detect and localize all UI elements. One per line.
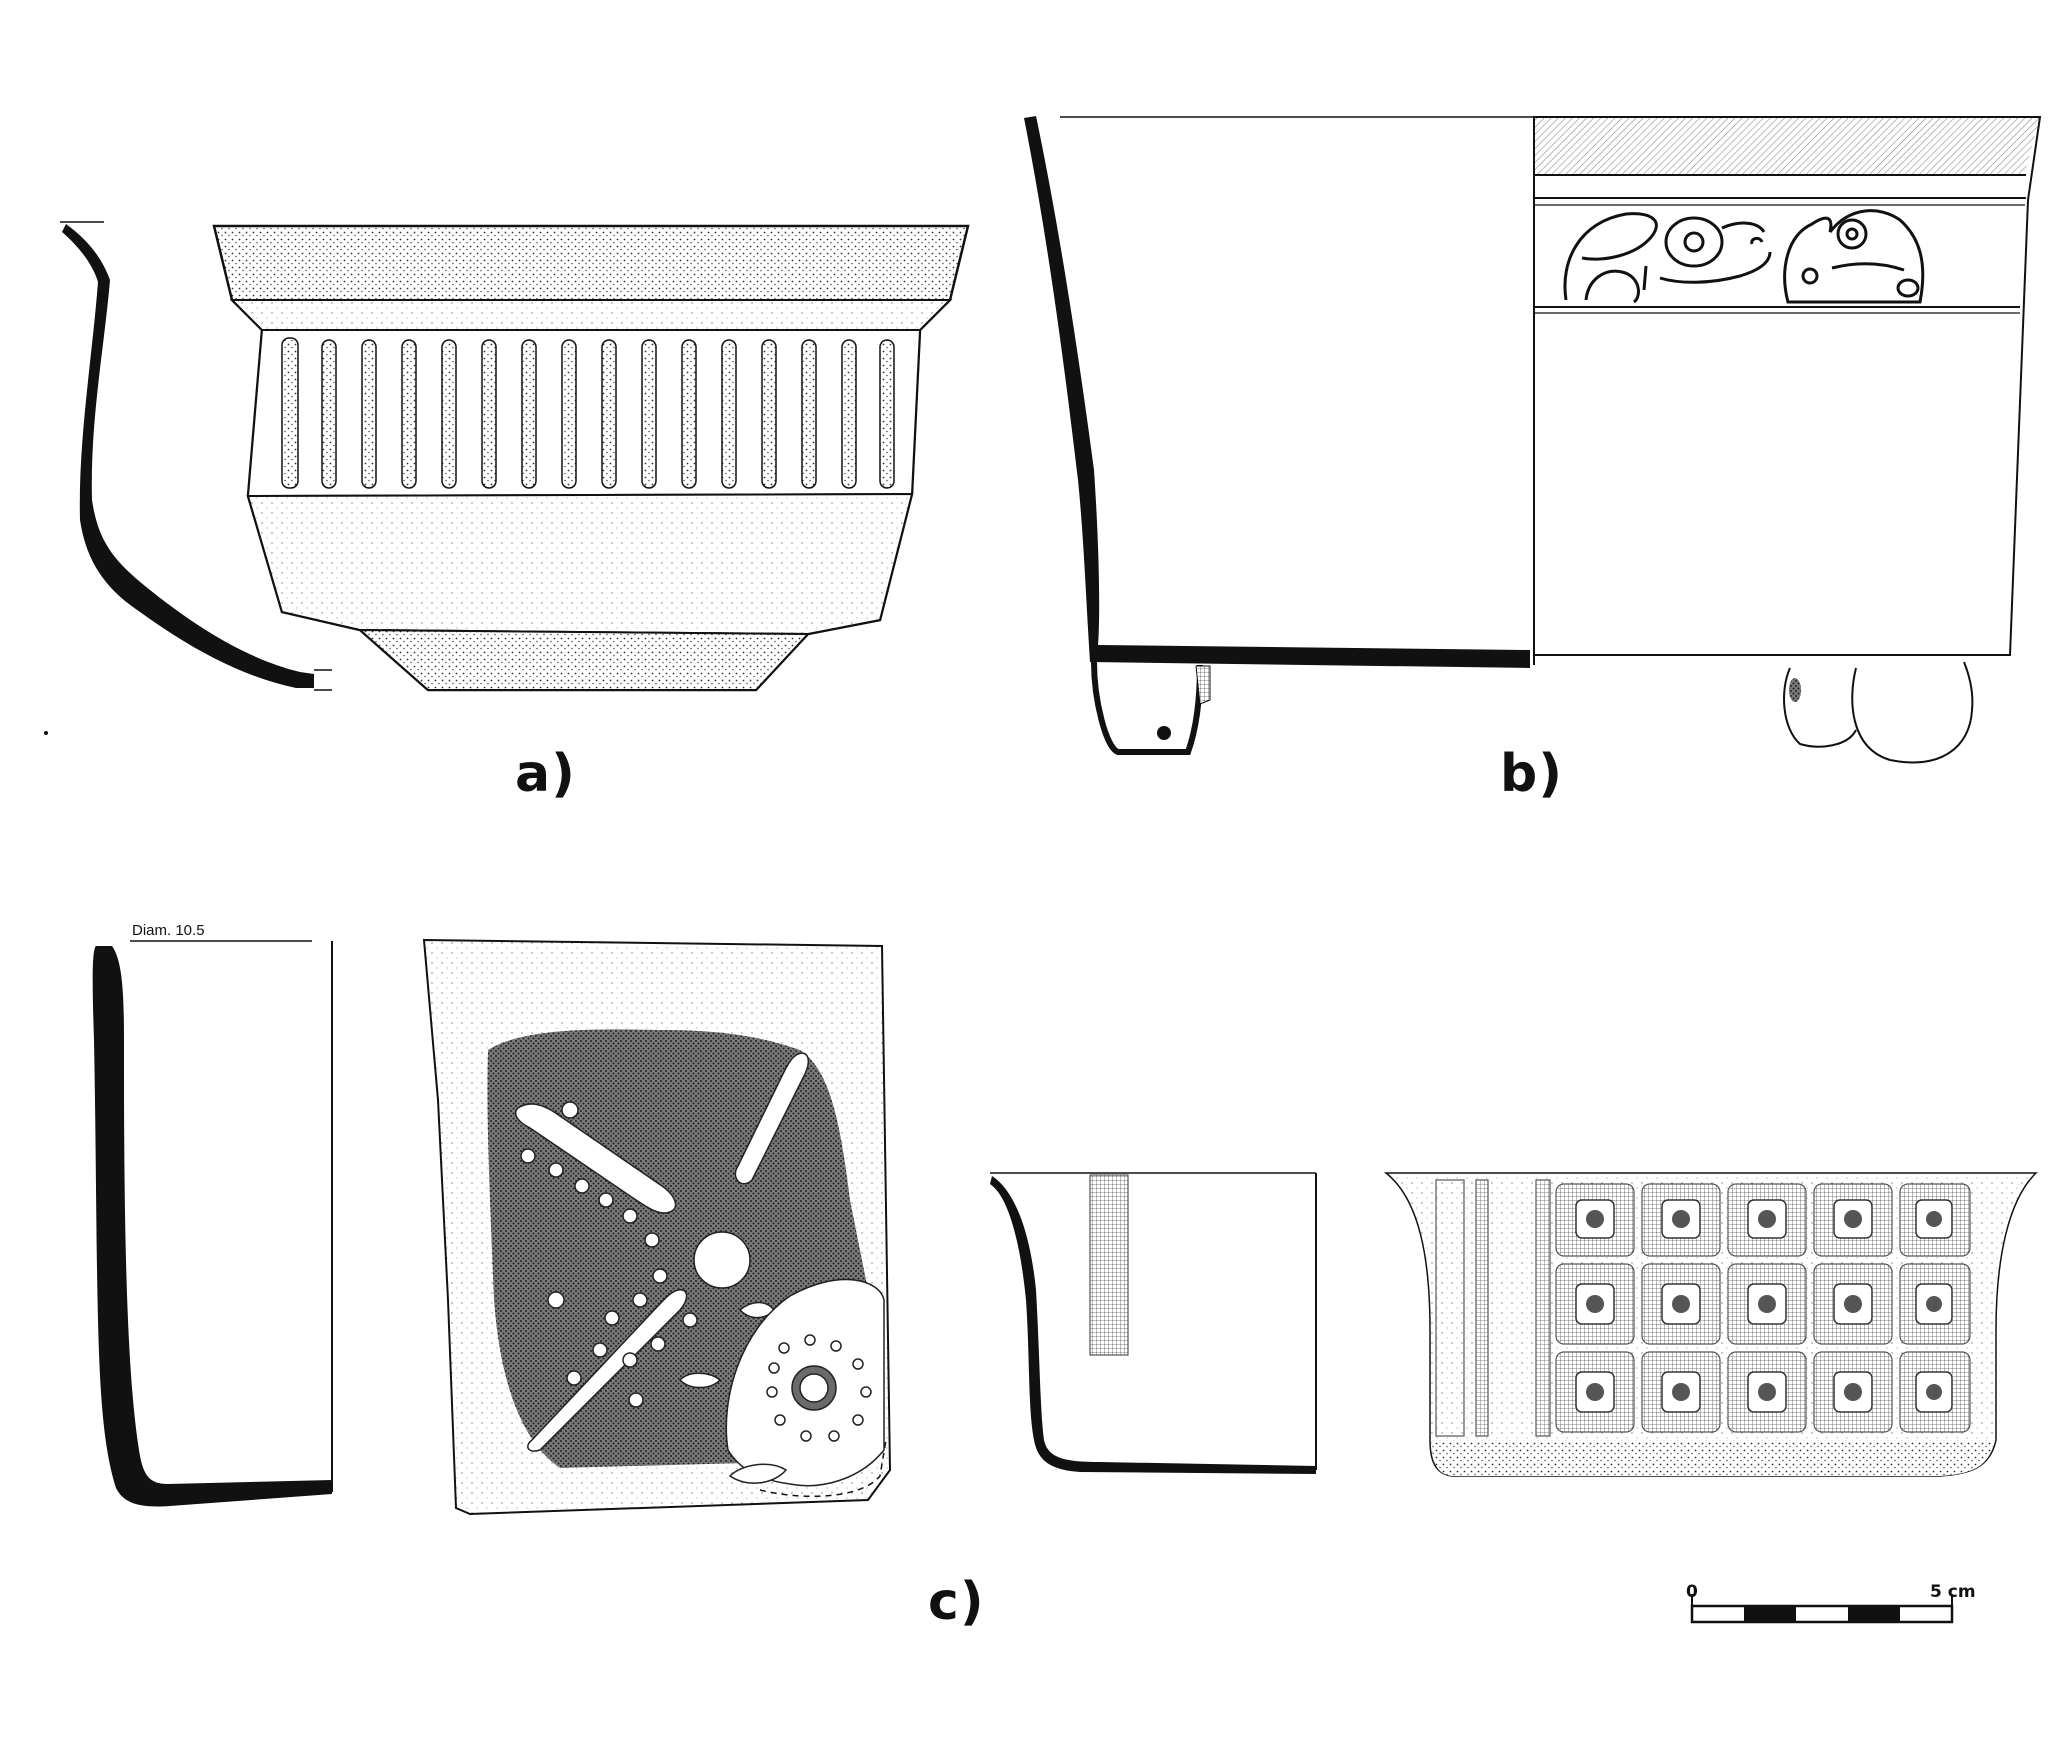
panel-b-profile (1024, 116, 1530, 668)
panel-c-vessel-small-profile (990, 1172, 1317, 1474)
panel-c-vessel-small-exterior (1383, 1172, 2038, 1477)
panel-b-vessel (1024, 116, 2042, 764)
panel-a-profile (62, 224, 314, 688)
panel-c-vessel-left (92, 940, 333, 1507)
panel-label-b: b) (1500, 744, 1563, 804)
scale-start-label: 0 (1686, 1582, 1698, 1602)
panel-c-incised-motifs (514, 1052, 885, 1487)
panel-b-glyph-band (1563, 209, 1925, 304)
panel-a-vessel (60, 221, 970, 692)
scale-bar (1690, 1594, 1954, 1624)
panel-a-flutes (281, 337, 895, 489)
panel-c-exterior-decor (422, 938, 892, 1516)
panel-label-c: c) (928, 1572, 985, 1632)
panel-label-a: a) (515, 744, 576, 804)
scale-end-label: 5 cm (1930, 1582, 1976, 1602)
panel-c-profile (92, 946, 332, 1507)
diameter-note: Diam. 10.5 (132, 922, 205, 939)
